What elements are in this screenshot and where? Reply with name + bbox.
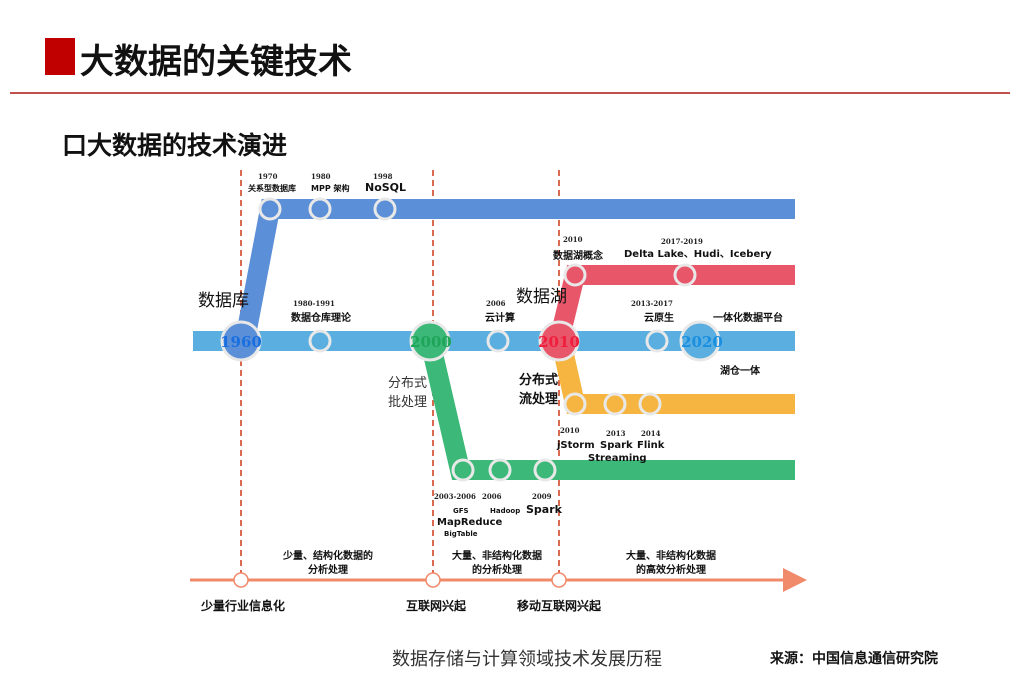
- source-note: 来源：中国信息通信研究院: [770, 651, 938, 667]
- hub-1960: [220, 320, 262, 362]
- era-milestone: 互联网兴起: [406, 598, 467, 613]
- event-label: Spark: [526, 503, 563, 516]
- hub-2020: [679, 320, 721, 362]
- era-milestone: 少量行业信息化: [200, 598, 285, 613]
- branch-stream-1: 分布式: [519, 372, 558, 388]
- era-description: 大量、非结构化数据: [626, 549, 716, 562]
- node-2013-2017: [645, 329, 669, 353]
- event-label: 数据仓库理论: [291, 311, 352, 324]
- event-label: Delta Lake、Hudi、Icebery: [624, 249, 772, 260]
- branch-stream-2: 流处理: [519, 391, 558, 407]
- node-1998: [373, 197, 397, 221]
- figure-caption: 数据存储与计算领域技术发展历程: [392, 649, 662, 670]
- year-label: 1980-1991: [293, 299, 335, 308]
- event-label: NoSQL: [365, 181, 406, 194]
- branch-batch-2: 批处理: [388, 395, 427, 410]
- era-dividers: [240, 170, 560, 585]
- event-label: 云计算: [485, 311, 515, 324]
- event-label: 数据湖概念: [553, 249, 603, 262]
- event-label: Flink: [637, 440, 665, 451]
- event-label: Spark: [600, 440, 633, 451]
- event-label: 云原生: [644, 311, 674, 324]
- year-label: 1970: [258, 172, 278, 181]
- hub-label-2020: 2020: [681, 333, 723, 351]
- year-label: 2010: [563, 235, 583, 244]
- node-lake-2010: [563, 263, 587, 287]
- event-label: 湖仓一体: [720, 364, 761, 377]
- event-label: MPP 架构: [311, 183, 349, 193]
- node-1970: [258, 197, 282, 221]
- hub-label-2010: 2010: [538, 333, 580, 351]
- branch-data-lake: 数据湖: [516, 287, 567, 307]
- section-subtitle: 口大数据的技术演进: [62, 131, 288, 160]
- hub-2010: [538, 320, 580, 362]
- year-label: 2003-2006: [434, 492, 476, 501]
- node-hadoop: [488, 458, 512, 482]
- year-label: 2013: [606, 429, 626, 438]
- event-label: BigTable: [444, 530, 478, 538]
- year-label: 2013-2017: [631, 299, 673, 308]
- event-label: Hadoop: [490, 507, 520, 515]
- era-description: 的高效分析处理: [636, 563, 706, 576]
- title-accent-square: [45, 38, 75, 75]
- event-label: jStorm: [556, 440, 595, 451]
- node-jstorm: [563, 392, 587, 416]
- year-label: 2017-2019: [661, 237, 703, 246]
- node-flink: [638, 392, 662, 416]
- year-label: 2009: [532, 492, 552, 501]
- era-description: 大量、非结构化数据: [452, 549, 542, 562]
- node-lake-2017: [673, 263, 697, 287]
- hub-label-1960: 1960: [220, 333, 262, 351]
- year-label: 1980: [311, 172, 331, 181]
- node-1980-1991: [308, 329, 332, 353]
- event-label: GFS: [453, 507, 469, 515]
- event-label: Streaming: [588, 453, 647, 464]
- year-label: 2006: [482, 492, 502, 501]
- year-label: 2010: [560, 426, 580, 435]
- event-label: 一体化数据平台: [713, 311, 783, 324]
- node-2006-cloud: [486, 329, 510, 353]
- event-label: MapReduce: [437, 517, 503, 528]
- hub-2000: [409, 320, 451, 362]
- slide-title: 大数据的关键技术: [80, 42, 352, 82]
- hub-label-2000: 2000: [410, 333, 452, 351]
- node-1980: [308, 197, 332, 221]
- timeline-node-2: [425, 572, 441, 588]
- event-label: 关系型数据库: [248, 183, 296, 193]
- year-label: 1998: [373, 172, 393, 181]
- title-divider: [10, 92, 1010, 94]
- branch-database: 数据库: [198, 291, 249, 311]
- branch-batch-1: 分布式: [388, 376, 427, 391]
- era-milestone: 移动互联网兴起: [517, 598, 602, 613]
- year-label: 2006: [486, 299, 506, 308]
- node-spark-streaming: [603, 392, 627, 416]
- node-spark: [533, 458, 557, 482]
- timeline-node-1: [233, 572, 249, 588]
- timeline-node-3: [551, 572, 567, 588]
- era-description: 少量、结构化数据的: [282, 549, 373, 562]
- era-description: 的分析处理: [472, 563, 522, 576]
- node-gfs: [451, 458, 475, 482]
- era-description: 分析处理: [308, 563, 348, 576]
- year-label: 2014: [641, 429, 661, 438]
